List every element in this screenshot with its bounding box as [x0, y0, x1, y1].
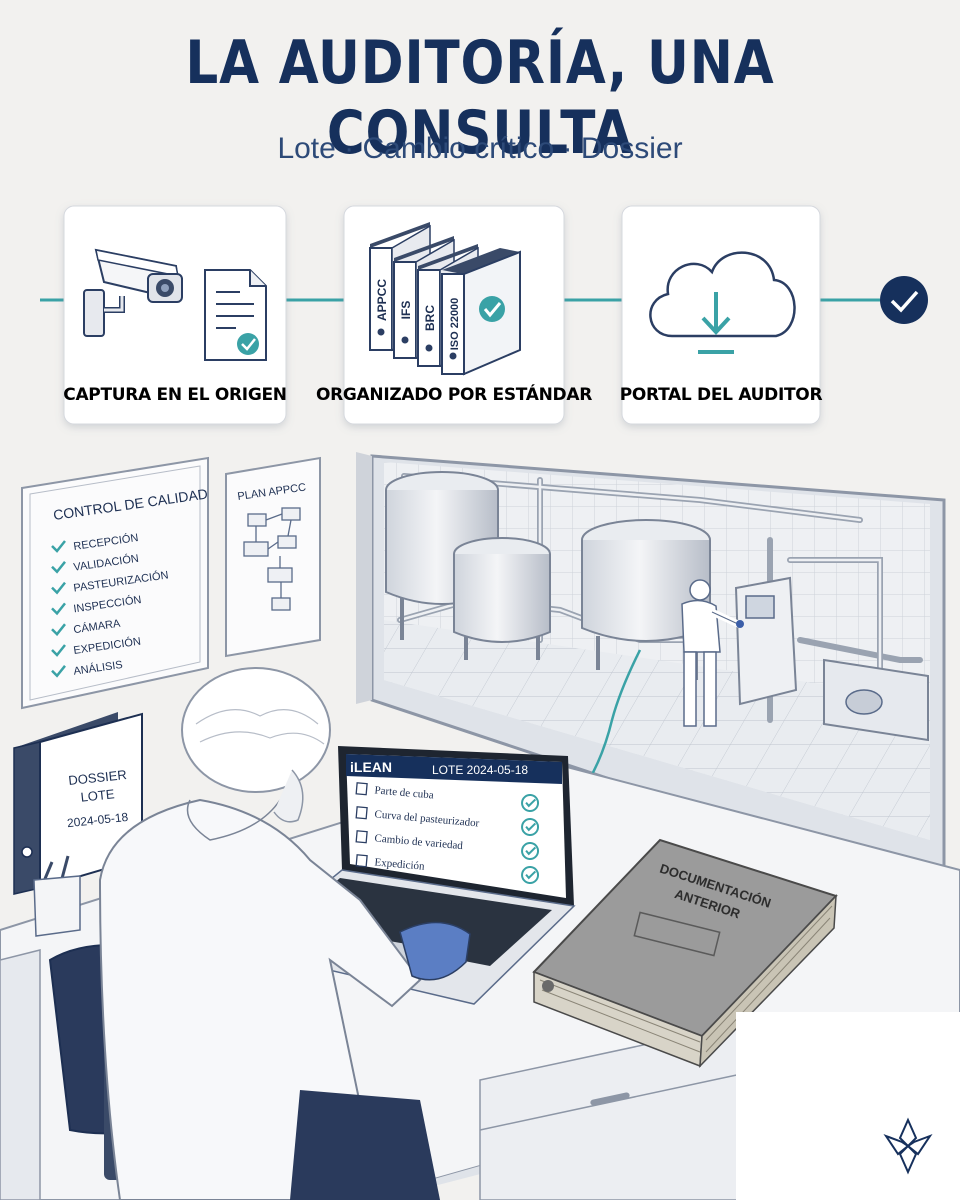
binders-icon: APPCC IFS BRC ISO 22000: [369, 222, 521, 376]
laptop-checklist-item: Parte de cuba: [355, 782, 540, 812]
factory-worker: [681, 579, 744, 727]
check-circle-icon: [521, 793, 540, 812]
laptop-checklist-item: Expedición: [355, 854, 540, 884]
production-window: [356, 452, 946, 893]
step-card-organized: APPCC IFS BRC ISO 22000 ORGANIZADO POR E…: [316, 205, 593, 425]
app-brand: iLEAN: [350, 759, 392, 775]
check-circle-icon: [521, 841, 540, 860]
old-documentation-book: DOCUMENTACIÓN ANTERIOR: [532, 838, 838, 1068]
laptop-item-label: Parte de cuba: [374, 784, 434, 801]
process-flow: CAPTURA EN EL ORIGEN: [40, 205, 928, 425]
check-icon: [51, 540, 66, 553]
page-title: LA AUDITORÍA, UNA CONSULTA: [185, 28, 775, 168]
laptop-item-label: Expedición: [374, 856, 425, 872]
dossier-line-3: 2024-05-18: [66, 810, 129, 830]
check-icon: [51, 561, 66, 574]
pen-cup: [33, 855, 81, 937]
security-camera-icon: [83, 248, 183, 337]
check-icon: [51, 623, 66, 637]
step-card-capture: CAPTURA EN EL ORIGEN: [63, 205, 287, 425]
check-circle-icon: [521, 865, 540, 884]
dossier-line-1: DOSSIER: [68, 767, 128, 788]
check-icon: [51, 602, 66, 616]
curve-icon: [355, 806, 368, 820]
flowchart-icon: [243, 507, 301, 611]
check-icon: [51, 581, 66, 595]
page-subtitle: Lote · Cambio crítico · Dossier: [277, 132, 683, 165]
brand-logo-icon: [883, 1117, 933, 1175]
pump-unit: [823, 658, 929, 742]
quality-technician: [98, 667, 471, 1200]
tank-2: [453, 537, 551, 660]
document-check-icon: [204, 269, 267, 361]
document-icon: [355, 782, 368, 796]
step-card-portal: PORTAL DEL AUDITOR: [620, 205, 823, 425]
check-icon: [51, 644, 66, 657]
binder-label-brc: BRC: [423, 305, 437, 331]
binder-label-iso: ISO 22000: [449, 298, 461, 351]
binder-label-ifs: IFS: [399, 301, 413, 320]
truck-icon: [355, 854, 368, 868]
lot-header: LOTE 2024-05-18: [432, 763, 528, 777]
tag-icon: [355, 830, 368, 844]
check-icon: [51, 665, 66, 678]
step-label-portal: PORTAL DEL AUDITOR: [620, 385, 823, 405]
step-label-capture: CAPTURA EN EL ORIGEN: [63, 385, 286, 405]
corner-block: [736, 1012, 960, 1200]
check-circle-icon: [521, 817, 540, 836]
binder-label-appcc: APPCC: [375, 279, 389, 321]
dossier-line-2: LOTE: [80, 786, 116, 805]
plan-board: PLAN APPCC: [225, 456, 321, 658]
final-check-icon: [880, 276, 928, 324]
quality-board: CONTROL DE CALIDAD RECEPCIÓNVALIDACIÓNPA…: [21, 456, 209, 710]
control-panel: [734, 576, 798, 706]
cloud-download-icon: [649, 251, 796, 354]
step-label-organized: ORGANIZADO POR ESTÁNDAR: [316, 383, 592, 405]
